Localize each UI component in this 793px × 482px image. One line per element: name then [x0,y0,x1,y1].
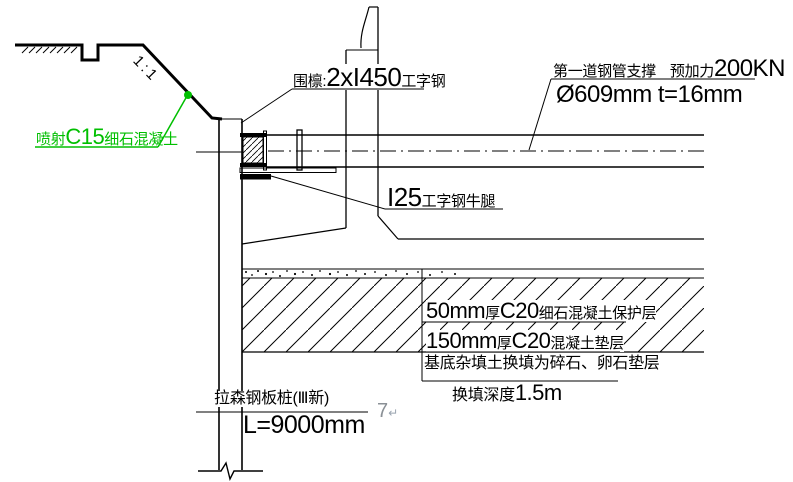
waler-block [240,130,267,171]
corbel-i25 [239,167,347,245]
soil-hatch-ticks [21,46,78,54]
layer-row3-label: 基底杂填土换填为碎石、卵石垫层 [424,355,660,372]
sheet-pile-label: 拉森钢板桩(Ⅲ新) [214,390,329,407]
shotcrete-label: 喷射C15细石混凝土 [36,124,178,149]
layer-row1-label: 50mm厚C20细石混凝土保护层 [426,298,657,323]
waler-label: 围檩:2xI450工字钢 [293,62,446,92]
strut-label-line2: Ø609mm t=16mm [556,81,743,108]
corbel-label: I25工字钢牛腿 [387,182,496,212]
steel-pipe-strut [266,129,704,171]
layer-row2-label: 150mm厚C20混凝土垫层 [426,328,624,353]
buttress-cut-curve [360,6,370,49]
ground-surface-and-slope [15,43,223,121]
waler-top-plate [240,133,267,137]
protective-layer-stipple [245,270,456,277]
layer-row4-label: 换填深度1.5m [452,380,562,405]
pipe-end-plate [263,130,267,171]
stray-text-artifact: 7↵ [377,400,399,422]
waler-bottom-plate [240,163,267,167]
corbel-seat-plate [240,174,271,180]
strut-label-line1: 第一道钢管支撑预加力200KN [553,55,785,82]
pile-length-label: L=9000mm [243,411,365,439]
pipe-flange-ring [296,129,303,171]
corbel-top-plate [239,167,337,173]
pile-break-symbol [198,461,263,482]
corbel-bottom-edge [241,227,347,245]
